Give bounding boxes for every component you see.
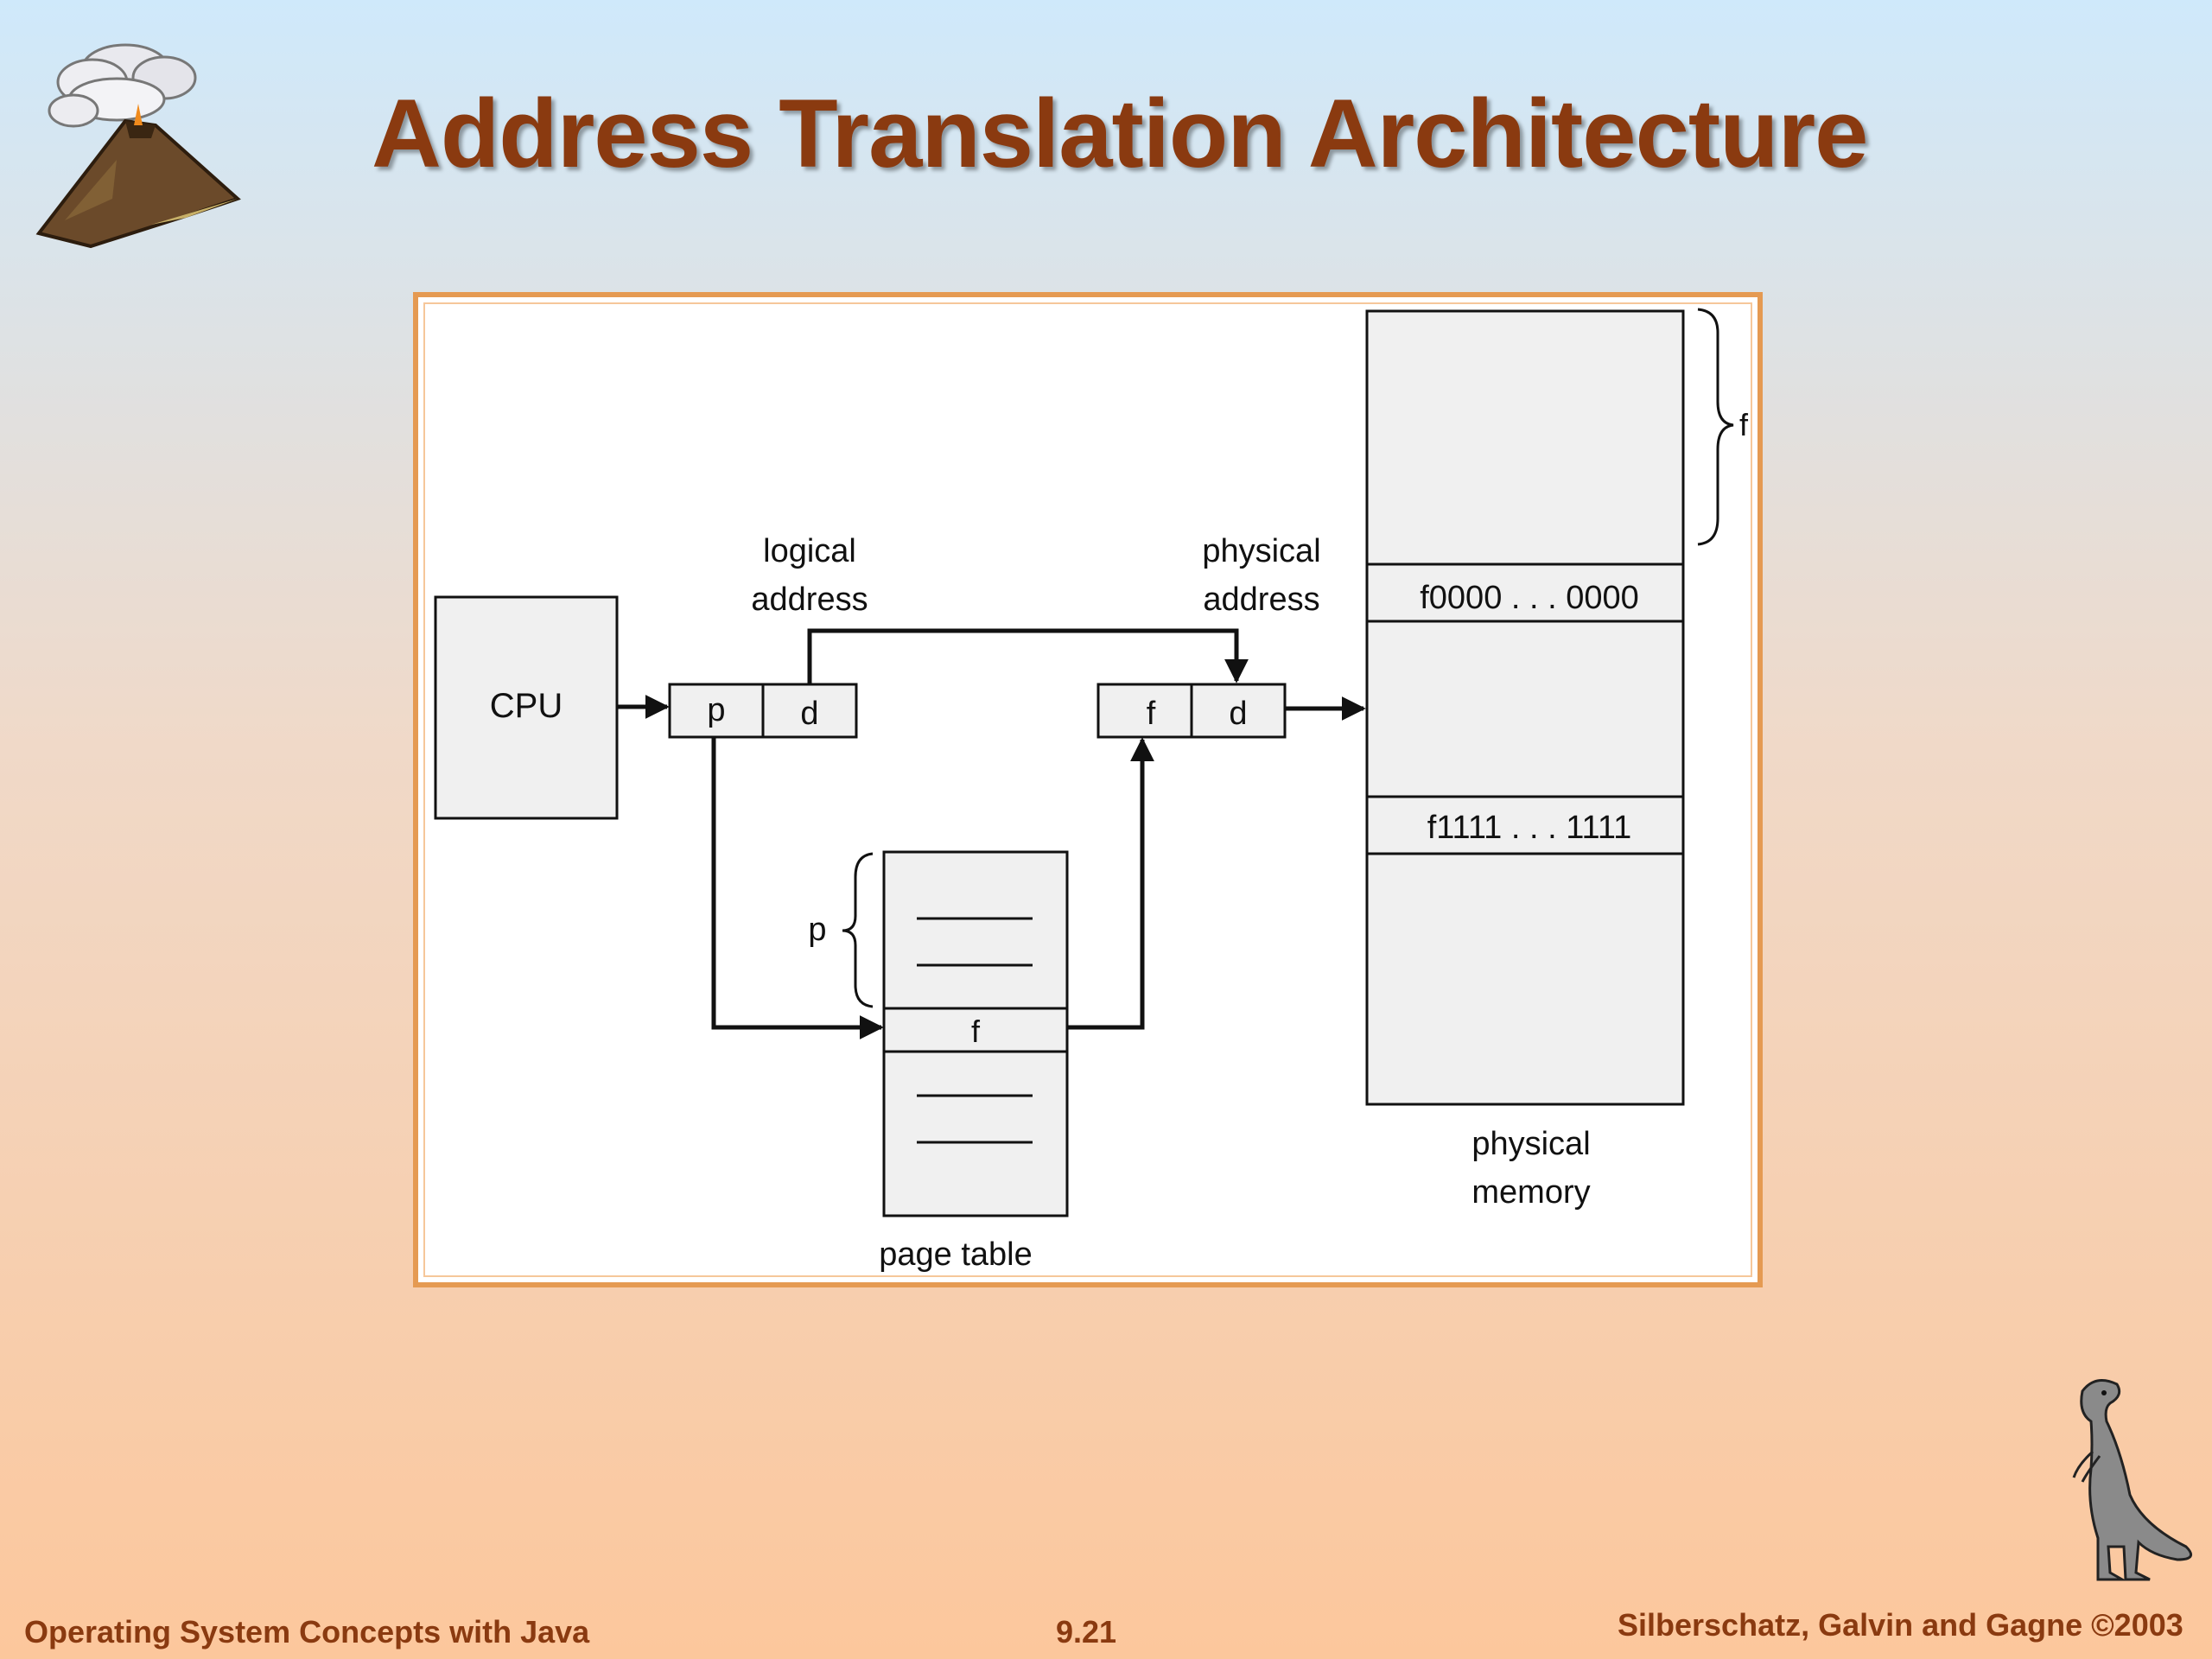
logical-address-label-line2: address — [751, 582, 868, 618]
memory-f-label: f — [1739, 407, 1749, 442]
cpu-box — [434, 595, 619, 820]
page-table-entry-f-label: f — [971, 1014, 981, 1049]
slide-title: Address Translation Architecture — [372, 79, 1868, 188]
footer-page-number: 9.21 — [1056, 1614, 1117, 1649]
frame-end-row — [1365, 795, 1685, 855]
frame-number-path — [1067, 737, 1154, 1030]
dinosaur-icon — [2072, 1379, 2193, 1581]
page-number-path — [711, 737, 884, 1039]
page-table-p-label: p — [808, 912, 826, 948]
physical-address-d: d — [1229, 696, 1247, 732]
physical-address-f-cell — [1096, 683, 1193, 739]
logical-address-d-cell — [761, 683, 858, 739]
memory-f-brace — [1697, 308, 1734, 546]
page-table-label: page table — [879, 1236, 1033, 1273]
page-table-p-brace — [842, 852, 874, 1008]
offset-d-path — [807, 628, 1249, 684]
physical-address-f: f — [1147, 696, 1156, 732]
physical-memory-label-line1: physical — [1471, 1126, 1590, 1162]
cpu-label: CPU — [490, 687, 563, 725]
frame-start-row — [1365, 563, 1685, 623]
volcano-icon — [35, 43, 241, 249]
footer-copyright: Silberschatz, Galvin and Gagne ©2003 — [1618, 1607, 2183, 1643]
footer-book-title: Operating System Concepts with Java — [24, 1614, 590, 1649]
frame-end-label: f1111 . . . 1111 — [1427, 810, 1632, 846]
physical-memory-label-line2: memory — [1471, 1174, 1590, 1211]
logical-address-label-line1: logical — [763, 533, 856, 569]
page-table-entry-f — [882, 1007, 1069, 1053]
physical-address-label-line1: physical — [1202, 533, 1320, 569]
physical-memory-box — [1365, 309, 1685, 1106]
physical-address-d-cell — [1190, 683, 1287, 739]
logical-address-d: d — [800, 696, 818, 732]
frame-start-label: f0000 . . . 0000 — [1420, 580, 1639, 616]
logical-address-p: p — [707, 692, 725, 728]
physical-address-label-line2: address — [1203, 582, 1319, 618]
